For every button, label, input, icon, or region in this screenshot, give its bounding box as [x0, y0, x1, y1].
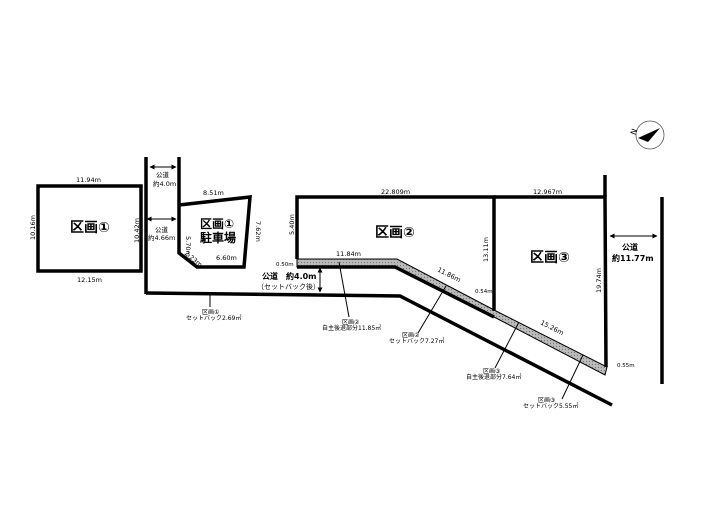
north-arrow-icon: N	[629, 120, 665, 150]
note5-leader	[561, 354, 584, 400]
lot1-bottom-dim: 12.15m	[77, 276, 102, 284]
lot3-label: 区画③	[530, 250, 570, 266]
parking-label-1: 区画①	[200, 217, 234, 231]
lot1-right-dim: 10.42m	[133, 218, 141, 243]
lot3-end-dim: 0.55m	[617, 363, 635, 369]
note2-leader	[338, 261, 350, 318]
note5-line1: 区画③	[538, 397, 555, 404]
lot2-front-edge	[297, 265, 495, 319]
note2-line1: 区画②	[342, 319, 360, 326]
note4-line1: 区画③	[483, 368, 500, 375]
lot2-boundary	[295, 195, 496, 311]
lot2-bottom-dim: 11.84m	[336, 250, 361, 258]
lot2-left-dim: 5.40m	[288, 214, 296, 235]
parking-boundary	[177, 195, 252, 269]
parking-left-dim: 5.70m	[184, 236, 192, 257]
right-road-label-1: 公道	[622, 242, 638, 252]
lot1-top-dim: 11.94m	[76, 176, 101, 184]
left-road-label-1: 公道	[155, 225, 169, 234]
top-road-label-1: 公道	[156, 170, 170, 179]
svg-text:N: N	[629, 127, 640, 136]
note3-leader	[417, 285, 447, 334]
note5-line2: セットバック5.55㎡	[523, 402, 578, 410]
note2-line2: 自主後退部分11.85㎡	[322, 324, 381, 332]
parking-label-2: 駐車場	[200, 230, 236, 245]
bottom-road-edge	[145, 291, 613, 407]
lot1-label: 区画①	[70, 220, 110, 236]
lot3-right-dim: 19.74m	[595, 268, 603, 293]
lot2-label: 区画②	[375, 225, 415, 241]
top-road-label-2: 約4.0m	[153, 179, 176, 188]
lot1-left-dim: 10.16m	[29, 215, 37, 240]
bottom-road-label: 公道 約4.0m	[262, 271, 317, 281]
left-road-label-2: 約4.66m	[148, 233, 175, 242]
right-road-label-2: 約11.77m	[612, 253, 654, 263]
note3-line2: セットバック7.27㎡	[389, 337, 444, 345]
parking-right-dim: 7.62m	[254, 221, 262, 242]
lot2-small-dim: 0.50m	[276, 262, 294, 268]
lot3-top-dim: 12.967m	[533, 188, 562, 196]
parking-bottom-dim: 6.60m	[216, 254, 237, 262]
note3-line1: 区画②	[402, 332, 420, 339]
note4-leader	[494, 321, 520, 369]
lot2-top-dim: 22.809m	[381, 188, 410, 196]
lot2-divider-dim: 13.11m	[482, 237, 490, 262]
note4-line2: 自主後退部分7.64㎡	[466, 373, 521, 381]
bottom-road-note: （セットバック後）	[257, 282, 320, 291]
lot2-end-dim: 0.54m	[475, 289, 493, 295]
note1-line2: セットバック2.69㎡	[186, 314, 241, 322]
parking-top-dim: 8.51m	[203, 189, 224, 197]
note1-line1: 区画①	[202, 309, 219, 316]
lot1-boundary	[36, 184, 143, 273]
